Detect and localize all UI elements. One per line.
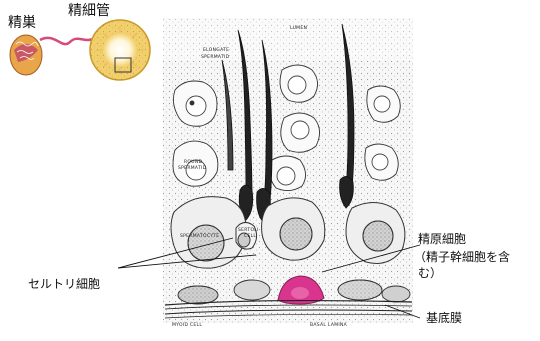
lower-cells [171, 197, 405, 269]
label-spermatogonia-note: （精子幹細胞を含 [414, 250, 510, 264]
micro-label-myoid-cell: MYOID CELL [172, 323, 202, 328]
testis-illustration [10, 35, 42, 75]
label-sertoli-cell: セルトリ細胞 [28, 277, 100, 291]
label-spermatogonia-note-end: む） [418, 266, 442, 280]
micro-label-sertoli-1: SERTOLI [238, 228, 259, 233]
micro-label-elongate-2: SPERMATID [201, 55, 229, 60]
micro-label-round-2: SPERMATID [178, 166, 206, 171]
label-spermatogonia: 精原細胞 [418, 232, 466, 246]
micro-label-basal-lamina: BASAL LAMINA [310, 323, 347, 328]
micro-label-sertoli-2: CELL [244, 234, 256, 239]
micro-label-lumen: LUMEN [290, 26, 307, 31]
micro-label-round-1: ROUND [184, 160, 202, 165]
label-basement-membrane: 基底膜 [426, 311, 462, 325]
micro-label-spermatocyte: SPERMATOCYTE [180, 234, 219, 239]
tubule-pointer-line [40, 38, 95, 44]
label-testis: 精巣 [8, 15, 36, 32]
micro-label-elongate-1: ELONGATE [203, 48, 229, 53]
tubule-cross-section [90, 20, 150, 80]
label-seminiferous-tubule: 精細管 [68, 3, 110, 20]
